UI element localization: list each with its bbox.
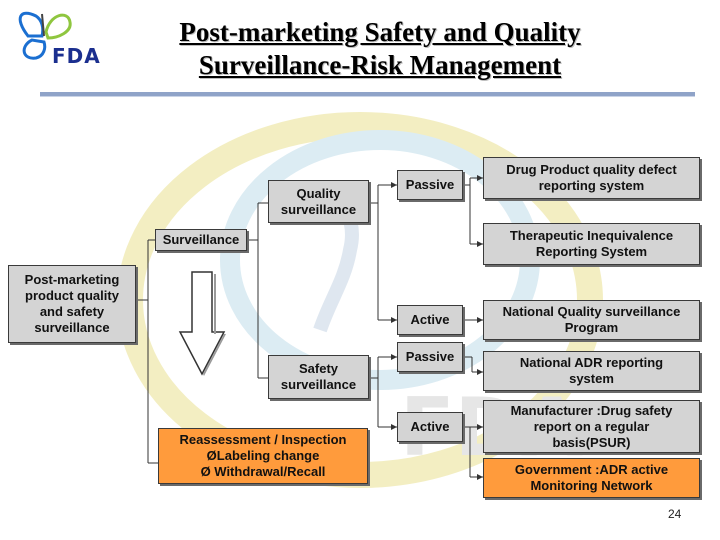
title-line-1: Post-marketing Safety and Quality — [179, 17, 581, 47]
safety-active-node: Active — [397, 412, 463, 442]
reassessment-node: Reassessment / Inspection ØLabeling chan… — [158, 428, 368, 484]
safety-active-label: Active — [410, 419, 450, 434]
title-divider — [40, 92, 695, 97]
therapeutic-node: Therapeutic Inequivalence Reporting Syst… — [483, 223, 700, 265]
drug-defect-label: Drug Product quality defect reporting sy… — [506, 162, 677, 193]
safety-passive-label: Passive — [405, 349, 455, 364]
page-title: Post-marketing Safety and Quality Survei… — [100, 16, 660, 82]
national-quality-label: National Quality surveillance Program — [502, 304, 681, 335]
government-label: Government :ADR active Monitoring Networ… — [514, 462, 669, 493]
government-node: Government :ADR active Monitoring Networ… — [483, 458, 700, 498]
national-quality-node: National Quality surveillance Program — [483, 300, 700, 340]
page-number: 24 — [668, 507, 682, 521]
surveillance-label: Surveillance — [162, 232, 240, 247]
quality-passive-label: Passive — [405, 177, 455, 192]
quality-active-label: Active — [410, 312, 450, 327]
therapeutic-label: Therapeutic Inequivalence Reporting Syst… — [509, 228, 674, 259]
safety-passive-node: Passive — [397, 342, 463, 372]
national-adr-label: National ADR reporting system — [519, 355, 664, 386]
manufacturer-node: Manufacturer :Drug safety report on a re… — [483, 400, 700, 453]
logo-text: FDA — [52, 44, 101, 68]
safety-surveillance-node: Safety surveillance — [268, 355, 369, 399]
quality-surveillance-node: Quality surveillance — [268, 180, 369, 223]
fda-logo — [6, 6, 106, 76]
root-node: Post-marketing product quality and safet… — [8, 265, 136, 343]
title-line-2: Surveillance-Risk Management — [198, 50, 562, 80]
quality-active-node: Active — [397, 305, 463, 335]
butterfly-icon — [18, 11, 72, 60]
manufacturer-label: Manufacturer :Drug safety report on a re… — [510, 402, 673, 450]
quality-passive-node: Passive — [397, 170, 463, 200]
root-node-label: Post-marketing product quality and safet… — [24, 272, 120, 335]
quality-surveillance-label: Quality surveillance — [280, 185, 357, 217]
down-arrow-icon — [178, 271, 226, 376]
reassessment-label: Reassessment / Inspection ØLabeling chan… — [179, 432, 347, 479]
surveillance-node: Surveillance — [155, 229, 247, 251]
drug-defect-node: Drug Product quality defect reporting sy… — [483, 157, 700, 199]
national-adr-node: National ADR reporting system — [483, 351, 700, 391]
safety-surveillance-label: Safety surveillance — [280, 361, 357, 392]
